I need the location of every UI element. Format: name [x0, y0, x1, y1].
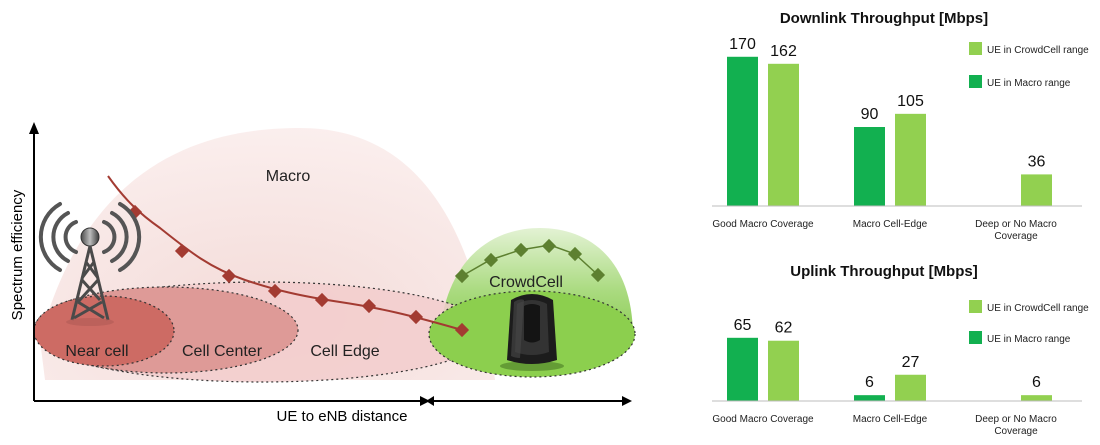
crowdcell-curve-marker [483, 252, 499, 268]
crowdcell-router-icon [500, 294, 564, 371]
downlink-bar [895, 113, 926, 206]
uplink-value-label: 6 [1032, 374, 1041, 391]
near-cell-zone [33, 295, 175, 367]
legend-swatch-crowdcell [969, 42, 982, 55]
downlink-chart-title: Downlink Throughput [Mbps] [780, 10, 988, 27]
crowdcell-curve-marker [454, 268, 470, 284]
downlink-bar [727, 56, 758, 207]
cell-center-label: Cell Center [182, 343, 263, 360]
downlink-legend: UE in CrowdCell range UE in Macro range [969, 42, 1089, 89]
crowdcell-curve-markers [454, 238, 606, 284]
crowdcell-curve-marker [541, 238, 557, 254]
uplink-legend: UE in CrowdCell range UE in Macro range [969, 300, 1089, 345]
crowdcell-curve-marker [513, 242, 529, 258]
uplink-bar [727, 337, 758, 401]
coverage-diagram: Macro CrowdCell Near cell Cell Center Ce… [9, 122, 636, 425]
uplink-category-label: Coverage [994, 426, 1038, 437]
macro-curve-marker [314, 292, 330, 308]
macro-curve-marker [221, 268, 237, 284]
x-axis-label: UE to eNB distance [277, 408, 408, 425]
legend-label-crowdcell: UE in CrowdCell range [987, 303, 1089, 314]
legend-swatch-macro [969, 331, 982, 344]
downlink-bar [854, 127, 885, 206]
cell-edge-label: Cell Edge [310, 343, 379, 360]
uplink-bar [768, 340, 799, 401]
legend-swatch-crowdcell [969, 300, 982, 313]
uplink-value-label: 65 [734, 317, 752, 334]
near-cell-label: Near cell [65, 343, 128, 360]
macro-curve-marker [408, 309, 424, 325]
uplink-value-label: 62 [775, 320, 793, 337]
downlink-value-label: 162 [770, 43, 797, 60]
downlink-category-label: Coverage [994, 231, 1038, 242]
macro-efficiency-curve [107, 175, 463, 331]
legend-label-macro: UE in Macro range [987, 78, 1071, 89]
downlink-category-label: Deep or No Macro [975, 219, 1057, 230]
downlink-value-label: 105 [897, 93, 924, 110]
downlink-bar [768, 63, 799, 206]
downlink-value-label: 90 [861, 106, 879, 123]
uplink-chart-title: Uplink Throughput [Mbps] [790, 263, 977, 280]
crowdcell-curve-marker [567, 246, 583, 262]
uplink-category-label: Deep or No Macro [975, 414, 1057, 425]
legend-swatch-macro [969, 75, 982, 88]
y-axis-label: Spectrum efficiency [9, 189, 26, 320]
uplink-value-label: 27 [902, 354, 920, 371]
uplink-bar [854, 395, 885, 401]
downlink-bar [1021, 174, 1052, 206]
crowdcell-curve-marker [590, 267, 606, 283]
uplink-category-label: Macro Cell-Edge [853, 414, 928, 425]
downlink-value-label: 170 [729, 36, 756, 53]
macro-curve-marker [361, 298, 377, 314]
uplink-category-label: Good Macro Coverage [712, 414, 814, 425]
legend-label-macro: UE in Macro range [987, 334, 1071, 345]
legend-label-crowdcell: UE in CrowdCell range [987, 45, 1089, 56]
downlink-category-label: Good Macro Coverage [712, 219, 814, 230]
macro-label: Macro [266, 168, 311, 185]
cell-tower-icon [38, 202, 142, 326]
uplink-value-label: 6 [865, 374, 874, 391]
uplink-bar [895, 374, 926, 401]
downlink-value-label: 36 [1028, 153, 1046, 170]
diagram-axes [29, 122, 632, 406]
uplink-bar [1021, 395, 1052, 401]
crowdcell-label: CrowdCell [489, 274, 563, 291]
macro-curve-marker [267, 283, 283, 299]
macro-curve-marker [454, 322, 470, 338]
downlink-category-label: Macro Cell-Edge [853, 219, 928, 230]
crowdcell-efficiency-curve [461, 244, 599, 277]
